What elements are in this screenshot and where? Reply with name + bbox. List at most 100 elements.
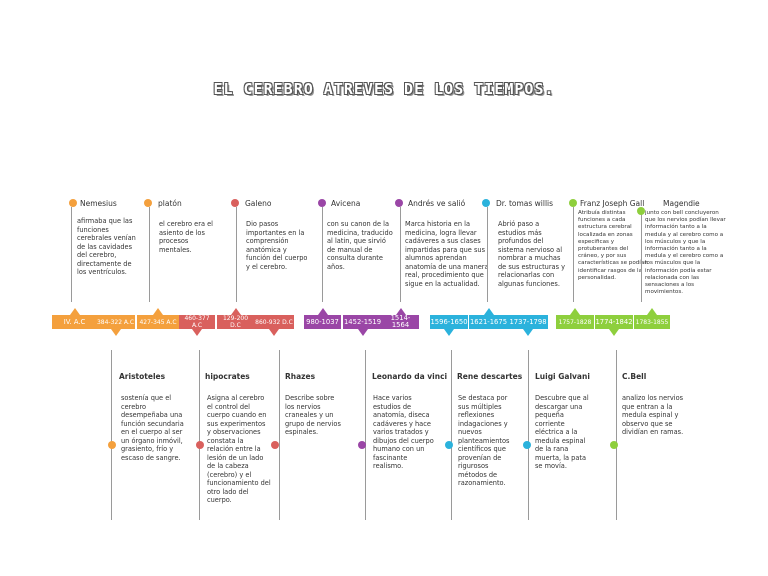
timeline-date-label: 860-932 D.C [255, 318, 293, 326]
figure-name: platón [158, 199, 182, 208]
figure-description: Asigna al cerebro el control del cuerpo … [207, 394, 271, 504]
figure-description: Describe sobre los nervios craneales y u… [285, 394, 341, 436]
timeline-segment: 1621-1675 [469, 315, 508, 329]
figure-name: Nemesius [80, 199, 117, 208]
figure-description: junto con bell concluyeron que los nervi… [645, 210, 726, 296]
figure-marker-dot [108, 441, 116, 449]
figure-description: Se destaca por sus múltiples reflexiones… [458, 394, 510, 487]
connector-line [199, 350, 200, 520]
figure-description: analizo los nervios que entran a la medu… [622, 394, 684, 436]
timeline-segment: 1514-1564 [382, 315, 419, 329]
figure-name: Rhazes [285, 372, 316, 381]
timeline-pointer [69, 308, 80, 315]
timeline-date-label: 1514-1564 [390, 314, 411, 329]
connector-line [149, 207, 150, 302]
timeline-segment: 1774-1842 [595, 315, 633, 329]
connector-line [279, 350, 280, 520]
timeline-segment: 1452-1519 [343, 315, 382, 329]
figure-marker-dot [610, 441, 618, 449]
timeline-pointer [269, 329, 279, 336]
timeline-pointer [647, 308, 657, 315]
figure-name: hipocrates [205, 372, 250, 381]
figure-description: Marca historia en la medicina, logra lle… [405, 220, 489, 288]
timeline-pointer [483, 308, 494, 315]
connector-line [365, 350, 366, 520]
timeline-segment: 1596-1650 [430, 315, 468, 329]
timeline-pointer [153, 308, 163, 315]
timeline-pointer [192, 329, 202, 336]
figure-description: Dio pasos importantes en la comprensión … [246, 220, 308, 271]
timeline-date-label: 1783-1855 [635, 318, 669, 326]
figure-name: Andrés ve salió [408, 199, 466, 208]
figure-name: Franz Joseph Gall [580, 199, 645, 208]
connector-line [71, 207, 72, 302]
timeline-pointer [110, 329, 121, 336]
connector-line [616, 350, 617, 520]
timeline-date-label: 460-377 A.C [184, 315, 210, 329]
timeline-pointer [444, 329, 454, 336]
timeline-date-label: 427-345 A.C [139, 318, 177, 326]
timeline-pointer [317, 308, 328, 315]
figure-marker-dot [482, 199, 490, 207]
timeline-segment: 980-1037 [304, 315, 341, 329]
figure-name: Rene descartes [457, 372, 523, 381]
figure-name: Aristoteles [119, 372, 166, 381]
figure-marker-dot [637, 207, 645, 215]
timeline-segment: 460-377 A.C [179, 315, 215, 329]
figure-marker-dot [395, 199, 403, 207]
connector-line [487, 207, 488, 302]
timeline-segment: IV. A.C [52, 315, 97, 329]
figure-name: Leonardo da vinci [372, 372, 448, 381]
timeline-date-label: 1737-1798 [509, 317, 547, 326]
connector-line [236, 207, 237, 302]
timeline-segment: 1783-1855 [634, 315, 670, 329]
timeline-date-label: 1596-1650 [430, 317, 468, 326]
timeline-date-label: 1452-1519 [343, 317, 382, 326]
figure-description: afirmaba que las funciones cerebrales ve… [77, 217, 136, 276]
figure-marker-dot [69, 199, 77, 207]
figure-name: C.Bell [622, 372, 647, 381]
timeline-date-label: 1774-1842 [595, 317, 633, 326]
figure-description: Hace varios estudios de anatomía, diseca… [373, 394, 434, 470]
figure-description: Abrió paso a estudios más profundos del … [498, 220, 566, 288]
figure-marker-dot [569, 199, 577, 207]
timeline-pointer [357, 329, 368, 336]
figure-name: Magendie [663, 199, 700, 208]
timeline-segment: 1737-1798 [508, 315, 548, 329]
timeline-pointer [609, 329, 619, 336]
timeline-pointer [230, 308, 241, 315]
timeline-date-label: 1621-1675 [469, 317, 508, 326]
figure-description: con su canon de la medicina, traducido a… [327, 220, 393, 271]
page-title: EL CEREBRO ATREVES DE LOS TIEMPOS. [213, 80, 555, 98]
connector-line [528, 350, 529, 520]
timeline-segment: 427-345 A.C [137, 315, 179, 329]
connector-line [451, 350, 452, 520]
figure-name: Avicena [331, 199, 361, 208]
timeline-segment: 1757-1828 [556, 315, 594, 329]
timeline-pointer [570, 308, 580, 315]
timeline-segment: 129-200 D.C [217, 315, 254, 329]
figure-description: Atribuía distintas funciones a cada estr… [578, 210, 648, 281]
timeline-pointer [523, 329, 533, 336]
timeline-pointer [395, 308, 406, 315]
connector-line [400, 207, 401, 302]
timeline-date-label: 384-322 A.C [96, 318, 135, 326]
timeline-date-label: 129-200 D.C [222, 315, 249, 329]
connector-line [641, 214, 642, 302]
timeline-date-label: IV. A.C [63, 317, 86, 326]
figure-marker-dot [523, 441, 531, 449]
figure-name: Dr. tomas willis [496, 199, 554, 208]
timeline-date-label: 1757-1828 [558, 318, 592, 326]
figure-description: sostenía que el cerebro desempeñaba una … [121, 394, 184, 462]
timeline-segment: 384-322 A.C [96, 315, 135, 329]
figure-marker-dot [231, 199, 239, 207]
figure-marker-dot [144, 199, 152, 207]
figure-marker-dot [196, 441, 204, 449]
connector-line [573, 207, 574, 302]
timeline-date-label: 980-1037 [306, 317, 339, 326]
figure-marker-dot [271, 441, 279, 449]
connector-line [111, 350, 112, 520]
figure-description: Descubre que al descargar una pequeña co… [535, 394, 589, 470]
figure-description: el cerebro era el asiento de los proceso… [159, 220, 213, 254]
connector-line [322, 207, 323, 302]
